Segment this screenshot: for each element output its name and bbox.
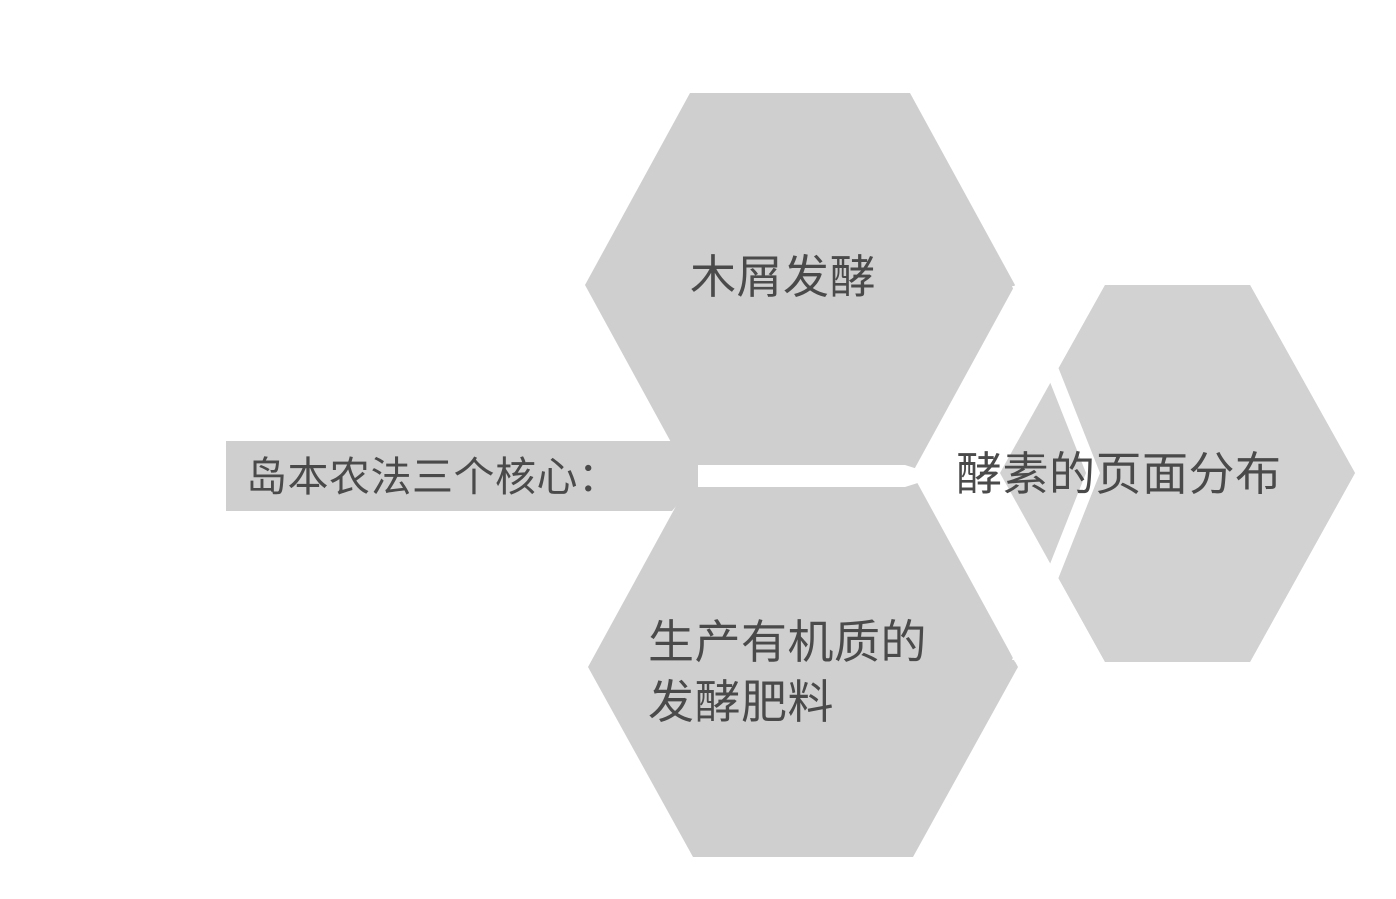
hexagon-right-restore bbox=[1000, 285, 1355, 662]
hexagon-top-label: 木屑发酵 bbox=[690, 251, 876, 303]
separator-right-chevron bbox=[920, 285, 1045, 662]
separator-group bbox=[698, 285, 1355, 662]
hexagon-bottom-shape[interactable] bbox=[588, 475, 1018, 857]
root-label-chevron[interactable] bbox=[226, 441, 702, 511]
hexagon-bottom[interactable] bbox=[588, 475, 1018, 857]
separator-center-band bbox=[698, 465, 940, 487]
root-label-text: 岛本农法三个核心： bbox=[246, 454, 620, 500]
hexagon-right-label: 酵素的页面分布 bbox=[956, 448, 1282, 500]
root-label-shape[interactable] bbox=[226, 441, 702, 511]
hexagon-top[interactable] bbox=[585, 93, 1015, 477]
hexagon-top-shape[interactable] bbox=[585, 93, 1015, 477]
hexagon-bottom-label: 生产有机质的 发酵肥料 bbox=[648, 616, 927, 728]
